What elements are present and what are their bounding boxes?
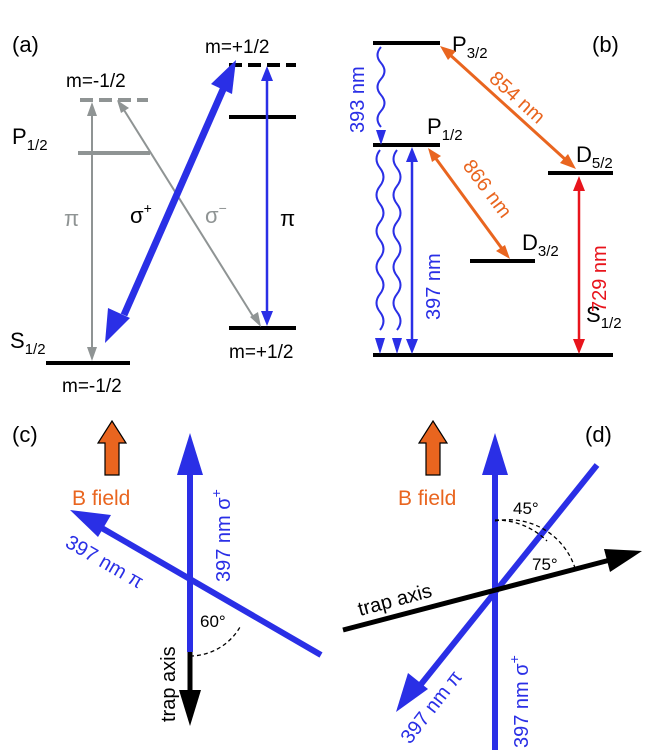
transition-866-arrowhead-top [428,148,441,162]
b-field-arrow-icon-d [417,419,449,476]
beam-pi-arrowhead [70,510,111,537]
label-729: 729 nm [589,245,611,312]
m-label-bottom-right: m=+1/2 [229,342,293,363]
transition-866 [432,155,505,251]
pump-397-arrowhead-top [406,147,418,162]
panel-d-tag: (d) [585,422,612,447]
pump-397-arrowhead-bottom [406,339,418,354]
transition-854-arrowhead-bottom [560,154,576,169]
trap-axis-label-c: trap axis [158,646,180,722]
b-field-label-d: B field [398,487,456,510]
panel-a-tag: (a) [12,32,39,57]
beam-sigma-arrowhead-d [482,433,508,475]
sigma-minus-label: σ− [205,200,227,228]
trap-axis-arrow-d [342,557,611,633]
label-854: 854 nm [485,67,549,128]
decay-397-wavy-1 [375,149,385,331]
decay-397-wavy-2 [392,149,402,331]
pi-blue-label: π [280,206,295,231]
label-393: 393 nm [347,66,369,133]
angle-arc-75 [494,519,576,569]
beam-sigma-label: 397 nm σ+ [208,489,235,582]
transition-866-arrowhead-bottom [496,245,510,259]
sigma-minus-transition [123,109,255,319]
decay-397-arrowhead-1 [375,338,385,354]
p32-label: P3/2 [452,32,488,62]
decay-393-arrowhead [376,130,386,145]
label-866: 866 nm [458,156,516,223]
trap-axis-arrowhead-c [179,690,201,726]
transition-854 [446,51,569,163]
trap-axis-arrowhead-d [604,549,642,572]
panel-c-tag: (c) [12,422,38,447]
b-field-arrow-icon [96,419,128,476]
transition-729-arrowhead-bottom [573,339,585,354]
decay-397-arrowhead-2 [392,338,402,354]
decay-393-wavy [376,46,386,128]
angle-arc-45 [494,519,548,542]
m-label-bottom-left: m=-1/2 [62,376,122,397]
sigma-plus-arrowhead-bottom [105,308,130,343]
beam-sigma-arrowhead [177,433,203,475]
pi-blue-arrowhead-bottom [261,311,273,326]
pi-gray-arrowhead-bottom [87,347,97,361]
panel-b-tag: (b) [592,32,619,57]
transition-854-arrowhead-top [440,46,456,60]
s12-label: S1/2 [10,328,46,358]
m-label-top-right: m=+1/2 [205,37,269,58]
d32-label: D3/2 [522,230,559,260]
angle-label-60: 60° [200,612,226,631]
s12-label-b: S1/2 [586,302,622,332]
p12-label: P1/2 [12,124,48,154]
panel-a: (a) m=-1/2 m=+1/2 m=+1/2 m=-1/2 P1/2 S1/… [10,32,296,397]
panel-d: (d) B field 397 nm σ+ 397 nm π trap axis… [342,419,642,750]
angle-label-45: 45° [513,499,539,518]
sigma-plus-transition [120,83,229,317]
transition-729-arrowhead-top [573,176,585,191]
beam-pi-arrowhead-d [396,673,428,712]
pi-gray-arrowhead-top [87,102,97,116]
beam-pi-diagonal [98,524,323,658]
angle-label-75: 75° [532,555,558,574]
b-field-label: B field [72,487,130,510]
angle-arc-60 [189,626,241,657]
beam-pi-diagonal-d [415,463,600,690]
sigma-minus-arrowhead-top [117,100,129,113]
sigma-plus-label: σ+ [130,200,152,228]
beam-sigma-label-d: 397 nm σ+ [506,655,533,748]
pi-gray-label: π [64,206,79,231]
label-397: 397 nm [423,253,445,320]
d52-label: D5/2 [576,142,613,172]
panel-b: (b) P3/2 P1/2 D5/2 D3/2 S1/2 393 nm 397 … [347,32,622,357]
sigma-minus-arrowhead-bottom [250,312,261,327]
pi-blue-arrowhead-top [261,66,273,81]
beam-pi-label: 397 nm π [62,531,148,593]
m-label-top-left: m=-1/2 [66,71,126,92]
sigma-plus-arrowhead-top [211,60,236,94]
p12-label-b: P1/2 [427,114,463,144]
panel-c: (c) B field 397 nm σ+ 397 nm π trap axis… [12,419,323,726]
